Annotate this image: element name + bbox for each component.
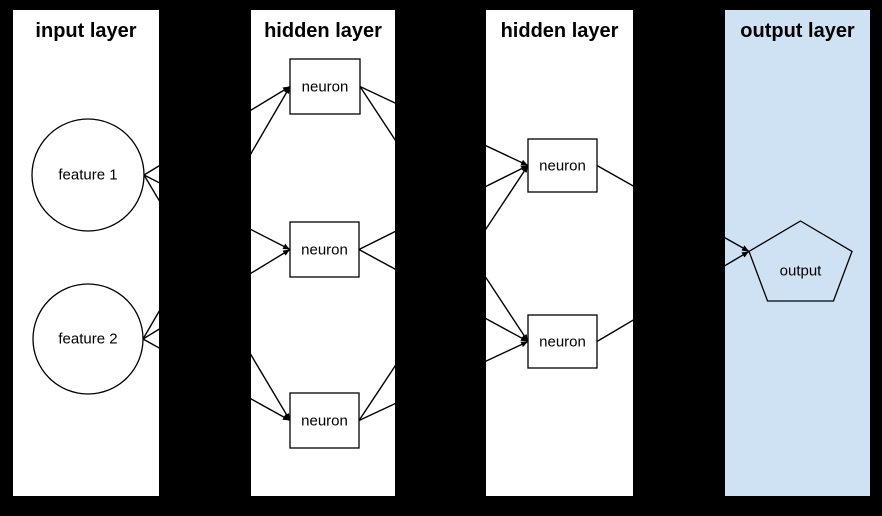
edge-feature-1-to-neuron-3	[143, 174, 291, 421]
edge-neuron-2-to-neuron-4	[358, 164, 529, 251]
panel-title-input-layer: input layer	[35, 20, 137, 42]
node-shape-neuron-2	[289, 221, 360, 278]
edge-neuron-1-to-neuron-4	[359, 85, 529, 167]
edge-neuron-2-to-neuron-5	[358, 248, 529, 343]
node-label-neuron-1: neuron	[301, 78, 349, 95]
node-label-output: output	[779, 262, 822, 280]
node-label-feature-1: feature 1	[58, 166, 118, 184]
panel-title-hidden-layer-1: hidden layer	[264, 20, 382, 42]
node-shape-neuron-4	[527, 138, 598, 193]
node-label-neuron-4: neuron	[539, 157, 586, 174]
node-shape-output	[748, 220, 853, 302]
edge-neuron-3-to-neuron-4	[358, 165, 529, 421]
edge-neuron-3-to-neuron-5	[358, 340, 529, 422]
edge-feature-2-to-neuron-1	[142, 86, 291, 340]
node-label-neuron-5: neuron	[539, 333, 586, 350]
node-shape-feature-2	[32, 283, 144, 395]
edge-neuron-5-to-output	[596, 250, 750, 343]
node-shape-neuron-1	[289, 58, 361, 115]
edge-feature-2-to-neuron-2	[142, 248, 291, 340]
edge-neuron-4-to-output	[596, 164, 750, 253]
node-shape-neuron-3	[289, 392, 360, 449]
edge-neuron-1-to-neuron-5	[359, 86, 529, 342]
node-label-neuron-3: neuron	[301, 412, 348, 429]
edge-feature-2-to-neuron-3	[142, 338, 291, 422]
node-shape-neuron-5	[527, 314, 598, 369]
node-label-neuron-2: neuron	[301, 241, 348, 258]
panel-hidden-layer-2	[486, 10, 633, 496]
panel-title-output-layer: output layer	[740, 20, 855, 42]
edge-feature-1-to-neuron-1	[143, 85, 291, 176]
panel-title-hidden-layer-2: hidden layer	[500, 20, 619, 42]
node-shape-feature-1	[31, 118, 145, 232]
node-label-feature-2: feature 2	[58, 330, 118, 348]
panel-input-layer	[13, 10, 159, 496]
